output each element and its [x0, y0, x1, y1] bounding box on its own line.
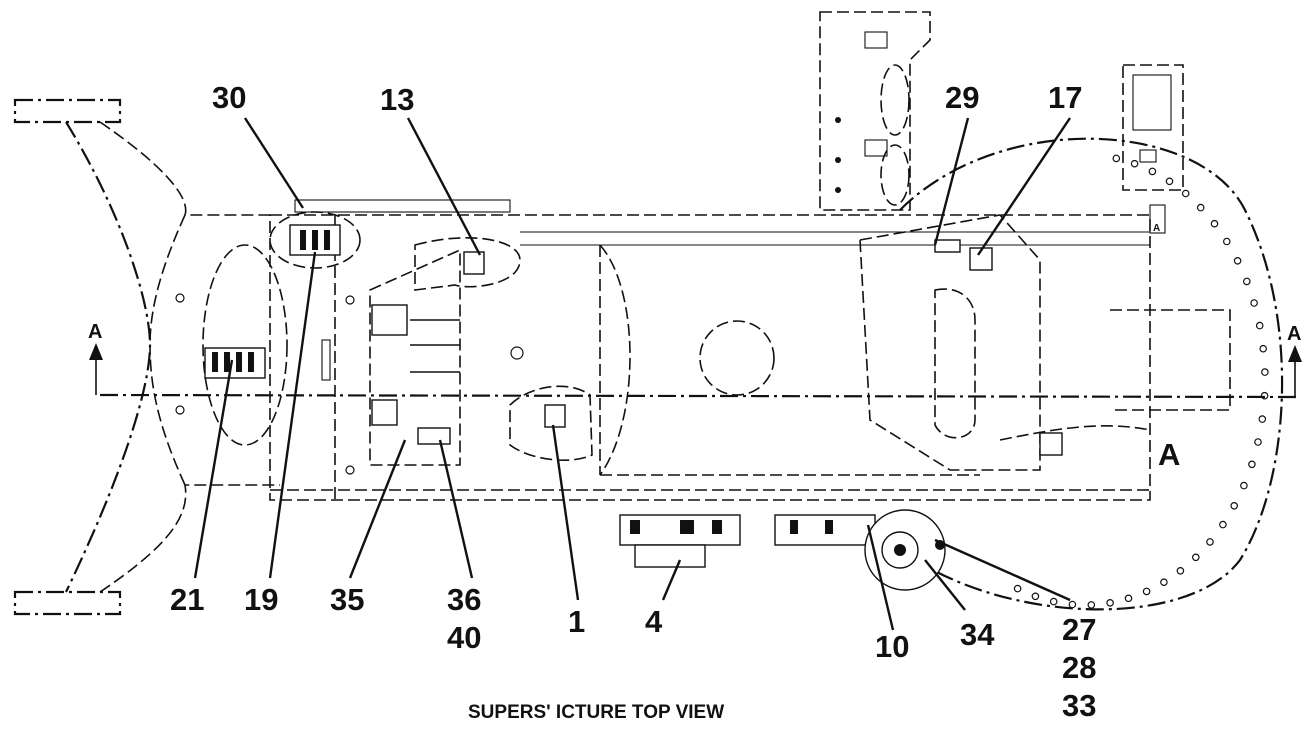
- valve-cluster-4: [619, 514, 741, 568]
- callout-35: 35: [330, 582, 364, 617]
- bolt-hole: [1219, 520, 1227, 529]
- callout-27: 27: [1062, 612, 1096, 647]
- bolt-hole: [1261, 368, 1269, 376]
- valve-cluster-10: [774, 514, 876, 546]
- bolt-hole: [1087, 601, 1096, 609]
- bolt-hole: [1255, 321, 1264, 330]
- bolt-hole: [1243, 277, 1251, 286]
- callout-40: 40: [447, 620, 481, 655]
- callouts: 30 13 29 17 21 19 35 36 40 1 4 10 34 27 …: [170, 80, 1096, 723]
- callout-34: 34: [960, 617, 995, 652]
- bolt-hole: [1254, 438, 1262, 446]
- swing-drive-34: [864, 509, 946, 591]
- bolt-hole: [1142, 587, 1151, 596]
- bolt-hole: [1210, 219, 1219, 228]
- callout-36: 36: [447, 582, 481, 617]
- bolt-hole: [1192, 553, 1200, 562]
- bolt-hole: [1206, 538, 1214, 546]
- switch-bank-21: [204, 347, 266, 379]
- callout-29: 29: [945, 80, 979, 115]
- bolt-hole: [1049, 597, 1058, 606]
- front-fork-frame: [13, 98, 280, 616]
- callout-21: 21: [170, 582, 204, 617]
- bolt-hole: [1130, 159, 1139, 168]
- bolt-hole: [1106, 598, 1114, 607]
- valve-bank-center: [369, 248, 461, 466]
- main-frame: [269, 199, 1151, 501]
- section-marker-right: A: [1287, 323, 1301, 345]
- bolt-hole: [1165, 177, 1174, 186]
- small-tag: A: [1153, 223, 1160, 234]
- bolt-hole: [1233, 256, 1242, 265]
- bolt-hole: [1148, 167, 1157, 176]
- section-marker-left: A: [88, 321, 102, 343]
- bolt-hole: [1250, 299, 1258, 307]
- bolt-hole: [1176, 566, 1185, 575]
- bolt-hole: [1068, 600, 1077, 609]
- turntable-bolt-holes: [1013, 154, 1269, 609]
- bolt-hole: [1196, 203, 1205, 212]
- callout-19: 19: [244, 582, 278, 617]
- callout-33: 33: [1062, 688, 1096, 723]
- plate-label: A: [1158, 437, 1180, 472]
- callout-30: 30: [212, 80, 246, 115]
- callout-4: 4: [645, 604, 663, 639]
- callout-10: 10: [875, 629, 909, 664]
- component-29-17: [934, 239, 993, 271]
- component-13: [414, 236, 521, 291]
- bolt-hole: [1112, 154, 1121, 163]
- bolt-hole: [1181, 189, 1190, 198]
- bolt-hole: [1031, 592, 1040, 601]
- leader-lines: [193, 117, 1071, 631]
- bolt-hole: [1258, 415, 1267, 423]
- bolt-hole: [1259, 344, 1268, 353]
- bolt-hole: [1160, 578, 1168, 587]
- section-line-a-a: [89, 343, 1302, 399]
- callout-13: 13: [380, 82, 414, 117]
- bolt-hole: [1013, 584, 1022, 593]
- valve-block-19: [269, 211, 361, 269]
- callout-1: 1: [568, 604, 585, 639]
- bolt-hole: [1230, 501, 1239, 510]
- bolt-hole: [1124, 594, 1133, 603]
- top-plate-left: [819, 11, 931, 211]
- top-plate-right: [1122, 64, 1184, 191]
- callout-17: 17: [1048, 80, 1082, 115]
- turntable: [859, 137, 1284, 611]
- callout-28: 28: [1062, 650, 1096, 685]
- bolt-hole: [1240, 481, 1248, 490]
- left-access-oval: [202, 244, 331, 446]
- bolt-hole: [1248, 460, 1256, 469]
- diagram-caption: SUPERS' ICTURE TOP VIEW: [468, 702, 724, 723]
- bolt-hole: [1223, 237, 1231, 246]
- component-1: [509, 385, 593, 461]
